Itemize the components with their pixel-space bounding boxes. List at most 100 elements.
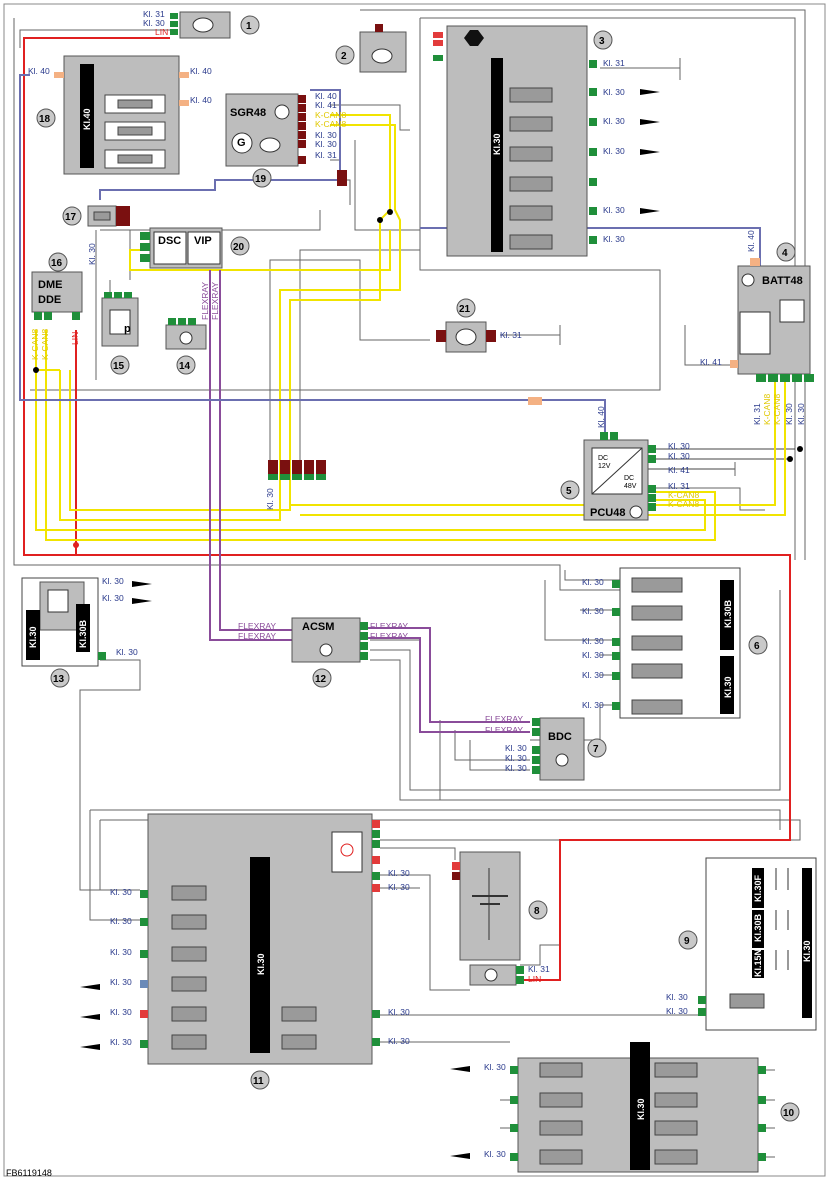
module-name: DSC [158,235,181,247]
label: Kl. 30 [110,977,132,987]
arrow-icon [80,1014,100,1020]
component-number: 3 [599,36,605,47]
label: K-CAN8 [762,394,772,425]
component-number: 21 [459,304,471,315]
component-number: 4 [782,248,788,259]
component-5-pcu48: DC 12V DC 48V PCU48 Kl. 40 Kl. 30 Kl. 30… [560,406,699,521]
label: Kl. 30 [668,451,690,461]
label: Kl. 30 [315,139,337,149]
component-19-sgr48: SGR48 G Kl. 40 Kl. 41 K-CAN8 K-CAN8 Kl. … [225,91,347,188]
label: Kl. 30 [116,647,138,657]
arrow-icon [640,208,660,214]
arrow-icon [132,581,152,587]
component-21-motor: Kl. 31 21 [436,298,522,353]
dc-input-label: DC [598,455,608,462]
bar-label: Kl.30 [256,953,266,975]
label: Kl. 30 [582,636,604,646]
label: Kl. 30 [582,670,604,680]
pressure-symbol: p [124,323,131,335]
control-unit-icon [319,643,333,657]
component-number: 5 [566,486,572,497]
diagram-frame [3,3,826,1177]
bar-label: Kl.15N [753,949,763,977]
component-number: 6 [754,641,760,652]
label: Kl. 30 [582,606,604,616]
bar-label: Kl.30F [753,874,763,902]
label: FLEXRAY [370,621,408,631]
component-number: 16 [51,258,63,269]
label: Kl. 30 [110,887,132,897]
arrow-icon [640,149,660,155]
component-number: 2 [341,51,347,62]
control-unit-icon [274,104,290,120]
component-9-relay-box: Kl.30F Kl.30B Kl.15N Kl.30 Kl. 30 Kl. 30… [666,857,817,1031]
arrow-icon [132,598,152,604]
component-7-bdc: BDC FLEXRAY FLEXRAY Kl. 30 Kl. 30 Kl. 30… [485,714,607,781]
fuse-row [509,87,553,250]
vip-module [187,231,221,265]
fuse-link-icon [528,397,542,405]
bar-label: Kl.30 [492,133,502,155]
label: Kl. 30 [388,1036,410,1046]
label: Kl. 30 [102,593,124,603]
arrow-icon [640,119,660,125]
label: K-CAN8 [315,119,346,129]
label: Kl. 30 [388,882,410,892]
label: Kl. 30 [603,205,625,215]
label: Kl. 40 [596,406,606,428]
sensor-icon [484,968,498,982]
generator-icon [231,132,253,154]
component-13-relay: Kl.30 Kl.30B Kl. 30 Kl. 30 Kl. 30 13 [21,576,152,688]
component-number: 15 [113,361,125,372]
label: Kl. 31 [315,150,337,160]
label: Kl. 41 [315,100,337,110]
motor-icon [192,17,214,33]
label: Kl. 31 [668,481,690,491]
relay-coil-icon [47,589,69,613]
bar-label: Kl.30 [28,626,38,648]
svg-text:48V: 48V [624,483,637,490]
label: Kl. 30 [110,1037,132,1047]
label: Kl. 30 [582,650,604,660]
arrow-icon [80,984,100,990]
label: Kl. 30 [87,243,97,265]
label: Kl. 30 [102,576,124,586]
label: Kl. 30 [668,441,690,451]
label: Kl. 30 [143,18,165,28]
label: FLEXRAY [238,631,276,641]
bar-label: Kl.40 [82,108,92,130]
label: Kl. 30 [582,577,604,587]
lin-bus-wires [23,37,791,981]
component-number: 1 [246,21,252,32]
motor-icon [455,328,477,346]
component-20-dsc-vip: DSC VIP Kl. 30 20 FLEXRAY FLEXRAY [87,227,250,320]
component-11-power-distribution: Kl.30 Kl. 30 Kl. 30 Kl. 30 Kl. 30 [80,813,410,1090]
label: FLEXRAY [210,282,220,320]
relay-contact-icon [775,868,789,970]
component-number: 14 [179,361,191,372]
module-name: DME [38,279,62,291]
label: LIN [155,27,168,37]
label: Kl. 30 [110,1007,132,1017]
svg-text:12V: 12V [598,463,611,470]
label: Kl. 30 [505,743,527,753]
component-18-relay-box: Kl.40 Kl. 40 Kl. 40 Kl. 40 18 [28,55,212,175]
label: Kl. 30 [265,488,275,510]
component-2-motor: 2 [335,24,407,73]
label: Kl. 30 [484,1149,506,1159]
label: FLEXRAY [370,631,408,641]
component-6-fuse-box: Kl.30B Kl.30 Kl. 30 Kl. 30 Kl. 30 Kl. 30… [582,567,768,719]
component-badge [240,15,260,35]
label: Kl. 40 [746,230,756,252]
arrow-icon [450,1153,470,1159]
component-15-pressure-sensor: p 15 [101,292,139,375]
label: FLEXRAY [485,725,523,735]
component-4-batt48: BATT48 Kl. 40 Kl. 41 Kl. 31 K-CAN8 K-CAN… [700,230,814,425]
label: K-CAN8 [40,329,50,360]
component-number: 9 [684,936,690,947]
label: Kl. 30 [505,763,527,773]
label: Kl. 31 [500,330,522,340]
label: Kl. 30 [603,87,625,97]
label: K-CAN8 [30,329,40,360]
